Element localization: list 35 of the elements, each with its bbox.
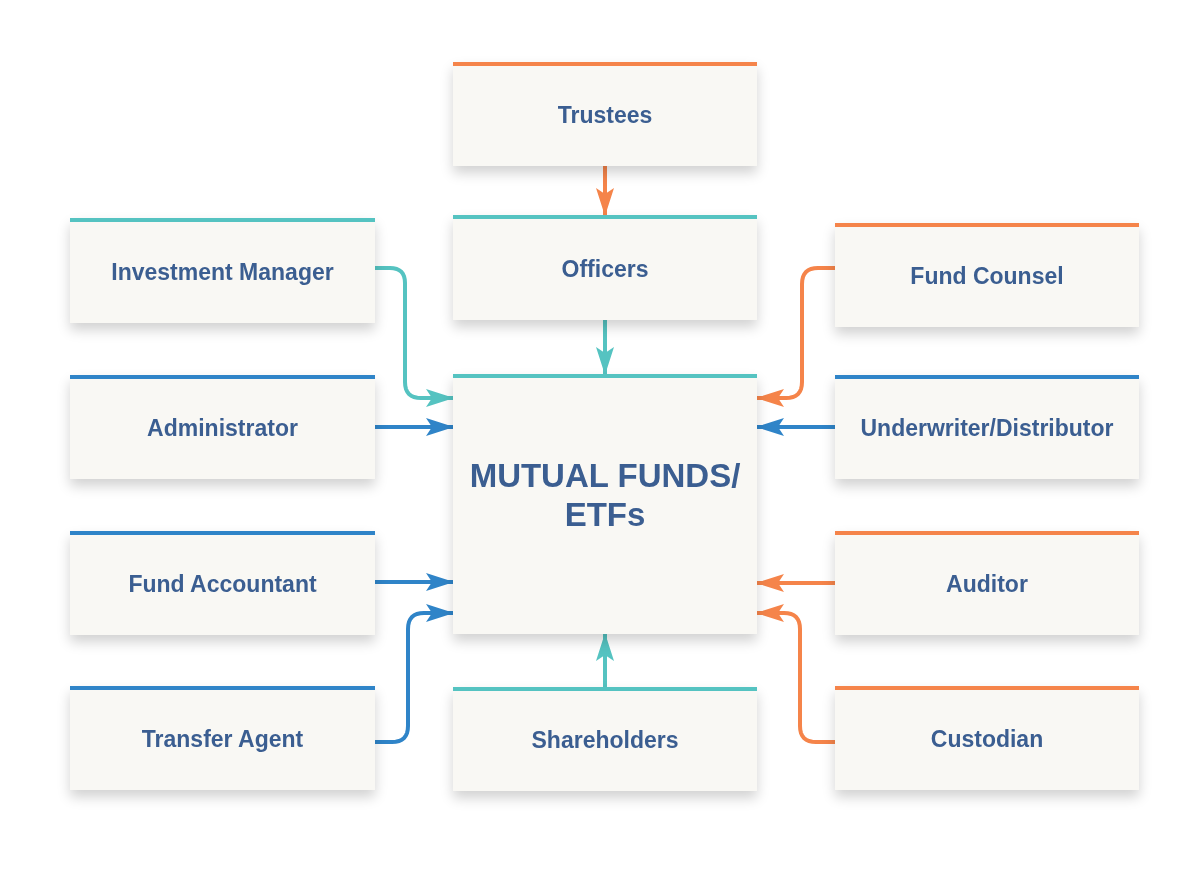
arrow <box>756 604 835 744</box>
role-box <box>70 531 375 635</box>
arrow <box>756 574 835 592</box>
node-label: Administrator <box>147 415 298 443</box>
role-box <box>70 375 375 479</box>
node-label: Fund Accountant <box>128 571 317 599</box>
role-box <box>453 215 757 320</box>
role-box <box>835 375 1139 479</box>
arrow <box>596 320 614 375</box>
role-box <box>70 686 375 790</box>
arrow <box>756 266 835 407</box>
node-label: Custodian <box>930 726 1044 754</box>
node-label: Transfer Agent <box>141 726 304 754</box>
node-label: Underwriter/Distributor <box>860 415 1114 443</box>
arrow <box>375 604 454 744</box>
role-box <box>453 62 757 166</box>
arrow <box>596 166 614 216</box>
node-label: Shareholders <box>531 727 679 755</box>
node-label: Trustees <box>557 102 653 130</box>
central-box <box>453 374 757 634</box>
role-box <box>835 223 1139 327</box>
role-box <box>453 687 757 791</box>
arrow <box>596 633 614 687</box>
role-box <box>835 686 1139 790</box>
node-label: MUTUAL FUNDS/ ETFs <box>468 457 742 535</box>
arrow <box>375 418 454 436</box>
arrow <box>375 573 454 591</box>
role-box <box>70 218 375 323</box>
node-label: Auditor <box>946 571 1028 599</box>
arrow <box>375 266 454 407</box>
role-box <box>835 531 1139 635</box>
node-label: Officers <box>561 255 649 284</box>
node-label: Fund Counsel <box>910 263 1064 291</box>
arrow <box>756 418 835 436</box>
node-label: Investment Manager <box>111 258 334 287</box>
